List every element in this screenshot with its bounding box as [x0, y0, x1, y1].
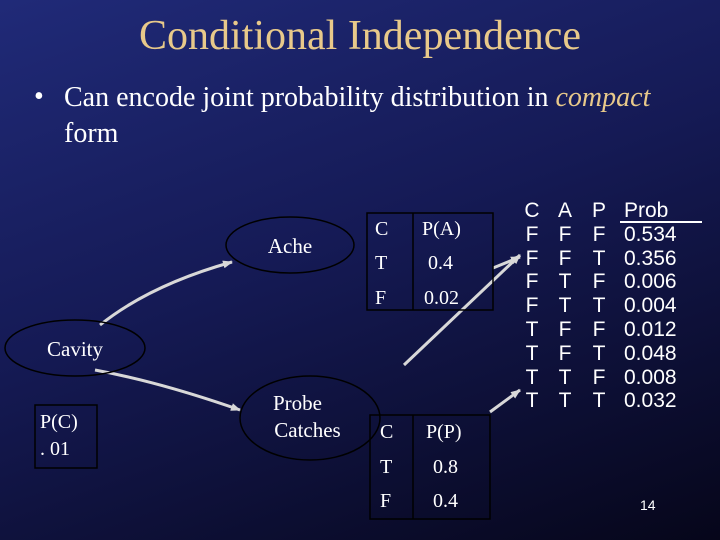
joint-cell: T	[525, 318, 539, 341]
joint-cell: F	[592, 222, 606, 246]
joint-cell: T	[592, 246, 606, 270]
joint-cell: T	[525, 365, 539, 389]
joint-prob-value: 0.048	[624, 341, 677, 365]
joint-cell: F	[558, 246, 572, 270]
joint-cell: T	[558, 389, 572, 413]
joint-header-p: P	[591, 199, 606, 222]
joint-prob-value: 0.008	[624, 365, 677, 389]
joint-prob-value: 0.012	[624, 318, 677, 341]
cpt-ache-row1-c: T	[375, 252, 388, 274]
cpt-ache-row2-c: F	[375, 287, 387, 309]
bullet-text: Can encode joint probability distributio…	[64, 80, 684, 152]
node-label-probe-line1: Probe	[273, 391, 322, 415]
joint-cell: T	[592, 294, 606, 318]
joint-cell: F	[592, 318, 606, 341]
node-cavity	[4, 319, 146, 377]
edge-cavity-to-ache	[99, 260, 233, 327]
joint-cell: F	[525, 246, 539, 270]
joint-cell: T	[558, 365, 572, 389]
node-ache	[225, 216, 355, 274]
joint-cell: F	[558, 341, 572, 365]
joint-cell: T	[525, 341, 539, 365]
bullet-marker: •	[34, 81, 44, 112]
prior-cavity-value: . 01	[40, 438, 70, 460]
cpt-ache-row1-p: 0.4	[428, 252, 453, 274]
joint-header-prob: Prob	[624, 199, 669, 222]
joint-cell: F	[525, 270, 539, 294]
bullet-text-after: form	[64, 118, 119, 149]
cpt-ache-col1-header: C	[375, 218, 389, 240]
joint-prob-value: 0.004	[624, 294, 677, 318]
joint-cell: F	[592, 270, 606, 294]
page-number: 14	[640, 497, 656, 513]
cpt-probe-box	[369, 414, 491, 520]
bullet-text-before: Can encode joint probability distributio…	[64, 82, 556, 113]
cpt-probe-row1-p: 0.8	[433, 456, 458, 478]
node-label-ache: Ache	[267, 234, 313, 258]
node-label-probe-line2: Catches	[274, 418, 341, 442]
joint-prob-value: 0.356	[624, 246, 677, 270]
joint-cell: T	[525, 389, 539, 413]
joint-cell: T	[558, 270, 572, 294]
joint-header-a: A	[557, 199, 572, 222]
cpt-ache-row2-p: 0.02	[424, 287, 459, 309]
cpt-probe-row1-c: T	[380, 456, 393, 478]
prob-header-underline	[620, 221, 702, 223]
cpt-probe-col1-header: C	[380, 421, 394, 443]
joint-cell: F	[558, 222, 572, 246]
joint-prob-value: 0.534	[624, 222, 677, 246]
node-label-cavity: Cavity	[47, 337, 103, 361]
node-probe-catches	[239, 375, 381, 461]
cpt-probe-col2-header: P(P)	[426, 421, 462, 443]
prior-cavity-header: P(C)	[40, 411, 78, 433]
cpt-ache-col2-header: P(A)	[422, 218, 461, 240]
bullet-emphasis: compact	[555, 82, 651, 113]
cpt-probe-row2-p: 0.4	[433, 490, 458, 512]
joint-header-c: C	[524, 199, 540, 222]
cpt-ache-box	[366, 212, 494, 311]
joint-cell: T	[558, 294, 572, 318]
joint-cell: F	[525, 222, 539, 246]
joint-prob-value: 0.032	[624, 389, 677, 413]
slide-title: Conditional Independence	[138, 13, 582, 59]
joint-prob-value: 0.006	[624, 270, 677, 294]
joint-cell: T	[592, 389, 606, 413]
edge-probe-cpt-to-joint	[489, 388, 521, 414]
joint-cell: F	[592, 365, 606, 389]
joint-cell: F	[525, 294, 539, 318]
joint-cell: T	[592, 341, 606, 365]
prior-cavity-box	[34, 404, 98, 469]
edge-cavity-to-probe	[94, 368, 241, 412]
cpt-probe-row2-c: F	[380, 490, 392, 512]
joint-cell: F	[558, 318, 572, 341]
